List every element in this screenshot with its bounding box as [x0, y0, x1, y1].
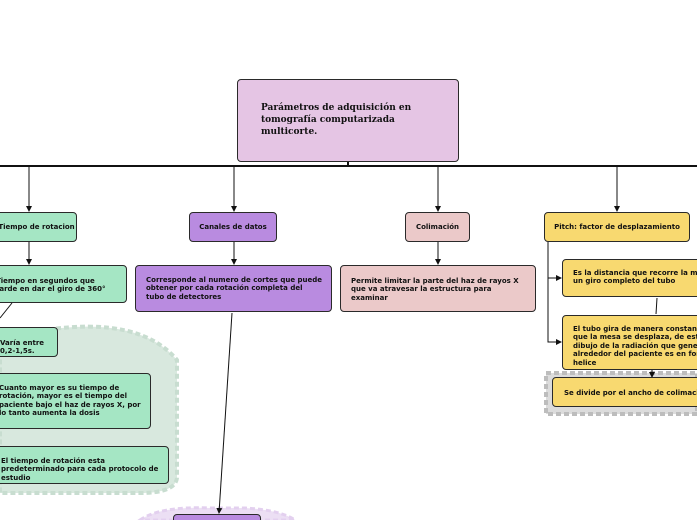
branch-colimacion[interactable]: Colimación	[405, 212, 470, 242]
edge-pitch-inner	[655, 297, 658, 315]
edge-pitch-child-2	[547, 278, 562, 345]
branch-colimacion-label: Colimación	[415, 222, 460, 231]
pitch-item-distance[interactable]: Es la distancia que recorre la mesa en u…	[562, 259, 697, 297]
pitch-item-colimacion-text: Se divide por el ancho de colimación	[564, 389, 697, 397]
tiempo-item-range-text: Varía entre 0,2-1,5s.	[0, 339, 45, 356]
edge-pitch-child-1	[547, 242, 562, 281]
pitch-item-distance-text: Es la distancia que recorre la mesa en u…	[573, 269, 697, 286]
root-topic[interactable]: Parámetros de adquisición en tomografía …	[237, 79, 459, 162]
branch-canales-datos[interactable]: Canales de datos	[189, 212, 277, 242]
branch-pitch-label: Pitch: factor de desplazamiento	[554, 222, 680, 231]
branch-tiempo-rotacion-label: Tiempo de rotacion	[0, 222, 75, 231]
edge-canales-down	[216, 312, 233, 514]
branch-pitch[interactable]: Pitch: factor de desplazamiento	[544, 212, 690, 242]
pitch-item-helix[interactable]: El tubo gira de manera constante mientra…	[562, 315, 697, 370]
tiempo-item-dose[interactable]: Cuanto mayor es su tiempo de rotación, m…	[0, 373, 151, 429]
tiempo-item-definition-text: Tiempo en segundos que tarde en dar el g…	[0, 277, 106, 294]
edge-tiempo-subgroup	[0, 302, 13, 319]
branch-canales-datos-label: Canales de datos	[199, 222, 267, 231]
tiempo-item-protocol[interactable]: El tiempo de rotación esta predeterminad…	[0, 446, 169, 484]
branch-tiempo-rotacion[interactable]: Tiempo de rotacion	[0, 212, 77, 242]
tiempo-item-range[interactable]: Varía entre 0,2-1,5s.	[0, 327, 58, 357]
canales-next-node[interactable]	[173, 514, 261, 520]
colimacion-item-definition-text: Permite limitar la parte del haz de rayo…	[351, 277, 519, 302]
pitch-item-helix-text: El tubo gira de manera constante mientra…	[573, 325, 697, 367]
canales-item-definition[interactable]: Corresponde al numero de cortes que pued…	[135, 265, 332, 312]
root-topic-label: Parámetros de adquisición en tomografía …	[261, 103, 412, 137]
tiempo-item-definition[interactable]: Tiempo en segundos que tarde en dar el g…	[0, 265, 127, 303]
tiempo-item-dose-text: Cuanto mayor es su tiempo de rotación, m…	[0, 384, 141, 418]
tiempo-item-protocol-text: El tiempo de rotación esta predeterminad…	[1, 457, 159, 482]
pitch-item-colimacion[interactable]: Se divide por el ancho de colimación	[552, 377, 697, 407]
colimacion-item-definition[interactable]: Permite limitar la parte del haz de rayo…	[340, 265, 536, 312]
canales-item-definition-text: Corresponde al numero de cortes que pued…	[146, 276, 323, 301]
